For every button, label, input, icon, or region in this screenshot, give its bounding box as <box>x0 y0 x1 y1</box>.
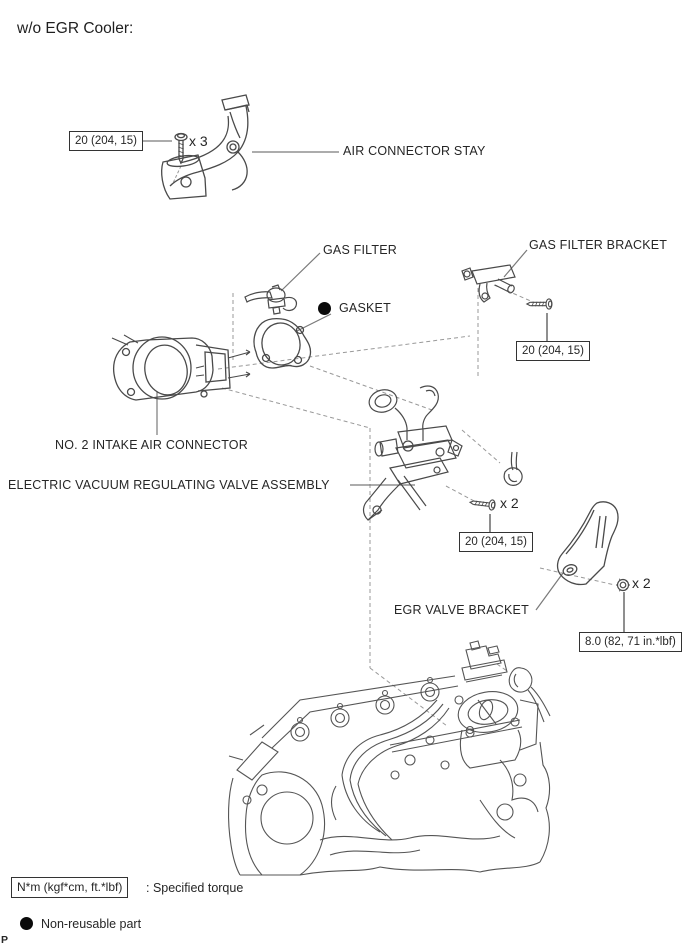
non-reusable-dot-legend <box>20 917 33 930</box>
intake-air-connector-drawing <box>111 334 251 401</box>
torque-pointer-lines <box>489 313 625 632</box>
label-gasket: GASKET <box>339 301 391 315</box>
qty-evrv-bolts: x 2 <box>500 495 519 511</box>
label-evrv: ELECTRIC VACUUM REGULATING VALVE ASSEMBL… <box>8 478 330 492</box>
egr-valve-bracket-drawing <box>556 501 619 586</box>
gas-filter-drawing <box>244 284 298 315</box>
engine-assembly-illustration <box>227 640 551 876</box>
torque-box-gas-filter-bracket: 20 (204, 15) <box>516 341 591 361</box>
legend-torque-description: : Specified torque <box>146 881 244 895</box>
qty-egr-bracket-nuts: x 2 <box>632 575 651 591</box>
label-no2-intake-air-connector: NO. 2 INTAKE AIR CONNECTOR <box>55 438 248 452</box>
section-heading: w/o EGR Cooler: <box>17 20 134 37</box>
label-egr-valve-bracket: EGR VALVE BRACKET <box>394 603 529 617</box>
legend-non-reusable: Non-reusable part <box>41 917 142 931</box>
legend-torque-unit-box: N*m (kgf*cm, ft.*lbf) <box>11 877 129 898</box>
qty-stay-bolts: x 3 <box>189 133 208 149</box>
torque-box-stay: 20 (204, 15) <box>69 131 144 151</box>
evrv-drawing <box>362 385 463 521</box>
page-marker: P <box>1 934 9 946</box>
label-gas-filter: GAS FILTER <box>323 243 398 257</box>
clip-drawing <box>503 451 523 486</box>
gas-filter-bracket-drawing <box>461 264 516 303</box>
torque-box-evrv: 20 (204, 15) <box>459 532 534 552</box>
non-reusable-dot-gasket <box>318 302 331 315</box>
gasket-drawing <box>253 317 312 369</box>
label-air-connector-stay: AIR CONNECTOR STAY <box>343 144 486 158</box>
torque-box-egr-bracket: 8.0 (82, 71 in.*lbf) <box>579 632 682 652</box>
label-gas-filter-bracket: GAS FILTER BRACKET <box>529 238 668 252</box>
air-connector-stay-drawing <box>161 94 250 200</box>
